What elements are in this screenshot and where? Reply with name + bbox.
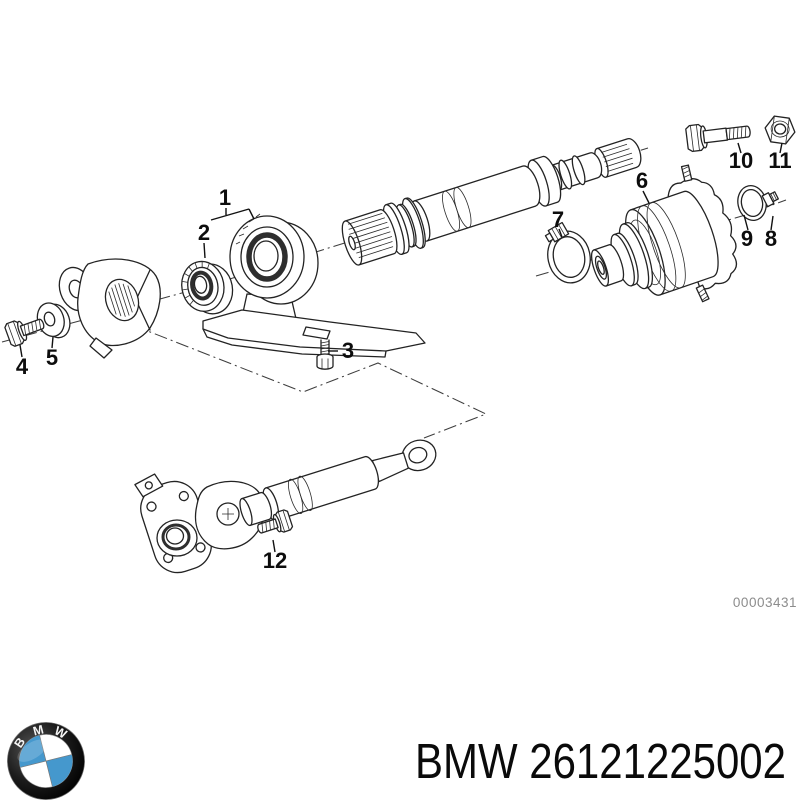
logo-quadrant-blue-tl <box>19 735 46 768</box>
leader-lines <box>19 142 783 553</box>
callout-4: 4 <box>16 354 29 379</box>
callout-3: 3 <box>342 338 354 363</box>
washer-5 <box>36 302 71 339</box>
center-bearing-bracket <box>202 293 426 358</box>
clamp-7 <box>544 221 591 284</box>
guide-bearing <box>181 260 234 315</box>
callout-6: 6 <box>636 168 648 193</box>
callout-labels: 1 2 3 4 5 6 7 8 9 10 11 12 <box>16 148 792 573</box>
logo-letter-m: M <box>32 722 45 738</box>
clamp-8 <box>737 184 779 222</box>
bolt-10 <box>685 123 751 153</box>
screw-3 <box>316 339 334 370</box>
callout-2: 2 <box>198 220 210 245</box>
bmw-logo: B M W <box>7 722 85 800</box>
front-propshaft <box>341 138 642 266</box>
callout-8: 8 <box>765 226 777 251</box>
bolt-4 <box>4 318 45 347</box>
sliding-yoke <box>58 258 161 359</box>
callout-11: 11 <box>768 148 791 173</box>
logo-quadrant-blue-br <box>46 754 73 787</box>
rear-propshaft <box>134 439 437 574</box>
callout-9: 9 <box>741 226 753 251</box>
cv-joint <box>590 164 738 303</box>
callout-5: 5 <box>46 345 58 370</box>
nut-11 <box>764 115 796 145</box>
callout-12: 12 <box>263 548 287 573</box>
callout-10: 10 <box>729 148 753 173</box>
part-number-title: BMW 26121225002 <box>415 735 786 789</box>
callout-7: 7 <box>552 207 564 232</box>
bolt-12 <box>257 509 294 534</box>
drawing-number: 00003431 <box>733 595 797 610</box>
callout-1: 1 <box>219 185 231 210</box>
center-support-bearing <box>229 213 319 305</box>
